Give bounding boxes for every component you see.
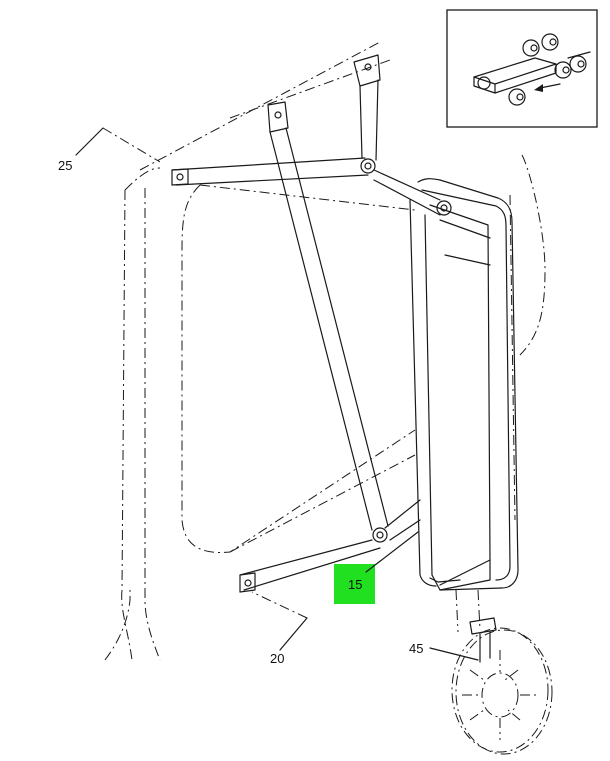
truck-chassis-icon	[473, 33, 591, 106]
cab-outline	[104, 41, 391, 661]
callout-15-label: 15	[348, 577, 362, 592]
callout-25-label: 25	[58, 158, 72, 173]
convex-mirror	[451, 589, 553, 755]
callout-25: 25	[58, 127, 161, 173]
callout-45-label: 45	[409, 641, 423, 656]
mirror-housing	[409, 178, 519, 591]
callout-20: 20	[251, 591, 308, 666]
callout-20-label: 20	[270, 651, 284, 666]
mirror-bracket	[171, 54, 452, 593]
callout-45: 45	[409, 641, 479, 661]
location-arrow-icon	[534, 83, 561, 92]
door-window-outline	[181, 154, 546, 554]
callout-15: 15	[334, 531, 419, 604]
locator-inset	[446, 9, 598, 128]
